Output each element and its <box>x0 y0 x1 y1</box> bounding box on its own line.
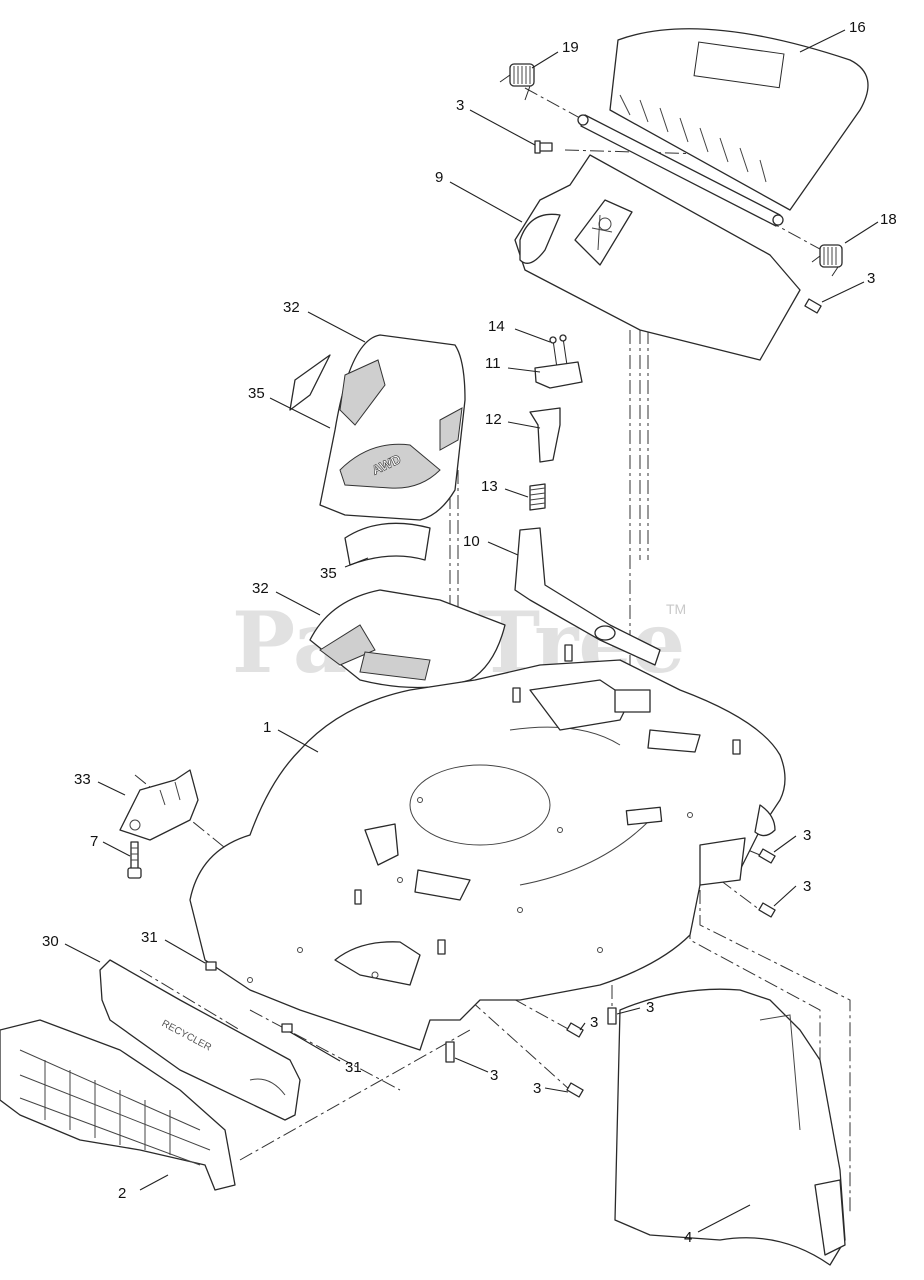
part-30-front-bumper: RECYCLER <box>99 959 301 1121</box>
part-4-side-chute <box>614 988 846 1266</box>
part-31-fastener-lower <box>281 1023 293 1033</box>
callout-13: 13 <box>481 478 498 495</box>
bolt-right-1 <box>758 848 776 864</box>
part-19-torsion-spring <box>499 63 535 101</box>
callout-3-upper-right: 3 <box>867 270 875 287</box>
callout-18: 18 <box>880 211 897 228</box>
callout-labels: 16 19 3 9 18 3 32 14 11 35 12 13 10 35 3… <box>42 19 897 1246</box>
watermark-trademark: TM <box>666 601 686 617</box>
part-16-rear-flap <box>577 28 869 227</box>
part-31-fastener-upper <box>205 961 217 971</box>
callout-35-top: 35 <box>248 385 265 402</box>
bolt-right-2 <box>758 902 776 918</box>
callout-19: 19 <box>562 39 579 56</box>
callout-32-top: 32 <box>283 299 300 316</box>
part-2-front-skirt <box>0 1019 236 1191</box>
callout-7: 7 <box>90 833 98 850</box>
callout-4: 4 <box>684 1229 692 1246</box>
callout-35-lower: 35 <box>320 565 337 582</box>
callout-3-bottom-low: 3 <box>533 1080 541 1097</box>
callout-3-right-2: 3 <box>803 878 811 895</box>
part-10-lever <box>514 527 661 666</box>
callout-3-bottom-left: 3 <box>490 1067 498 1084</box>
callout-33: 33 <box>74 771 91 788</box>
part-9-rear-deflector <box>514 154 801 361</box>
callout-16: 16 <box>849 19 866 36</box>
callout-14: 14 <box>488 318 505 335</box>
part-12-latch <box>529 407 561 463</box>
callout-12: 12 <box>485 411 502 428</box>
height-adjust-assembly <box>514 334 661 666</box>
callout-3-top: 3 <box>456 97 464 114</box>
callout-9: 9 <box>435 169 443 186</box>
callout-3-right-1: 3 <box>803 827 811 844</box>
callout-3-bottom-mid: 3 <box>590 1014 598 1031</box>
callout-32-lower: 32 <box>252 580 269 597</box>
part-1-deck <box>189 644 786 1051</box>
callout-11: 11 <box>485 355 501 372</box>
part-18-torsion-spring <box>811 244 843 277</box>
bolt-top-right <box>804 298 822 314</box>
part-7-screw <box>127 841 142 879</box>
callout-3-bottom-right: 3 <box>646 999 654 1016</box>
callout-10: 10 <box>463 533 480 550</box>
part-35-insert-lower <box>344 522 431 566</box>
leader-lines <box>64 29 879 1233</box>
callout-31-lower: 31 <box>345 1059 362 1076</box>
bolt-bottom-4 <box>445 1041 455 1063</box>
callout-2: 2 <box>118 1185 126 1202</box>
callout-1: 1 <box>263 719 271 736</box>
callout-31-upper: 31 <box>141 929 158 946</box>
bolt-bottom-1 <box>566 1022 584 1038</box>
bolt-bottom-3 <box>566 1082 584 1098</box>
part-33-bracket <box>119 769 199 841</box>
bolt-top-left <box>534 140 553 154</box>
callout-30: 30 <box>42 933 59 950</box>
part-32-lower-cover <box>309 589 506 689</box>
part-35-side-insert-upper <box>289 354 331 411</box>
part-11-knob <box>534 361 583 389</box>
bolt-bottom-2 <box>607 1007 617 1025</box>
part-32-top-cover: AWD <box>319 334 466 521</box>
